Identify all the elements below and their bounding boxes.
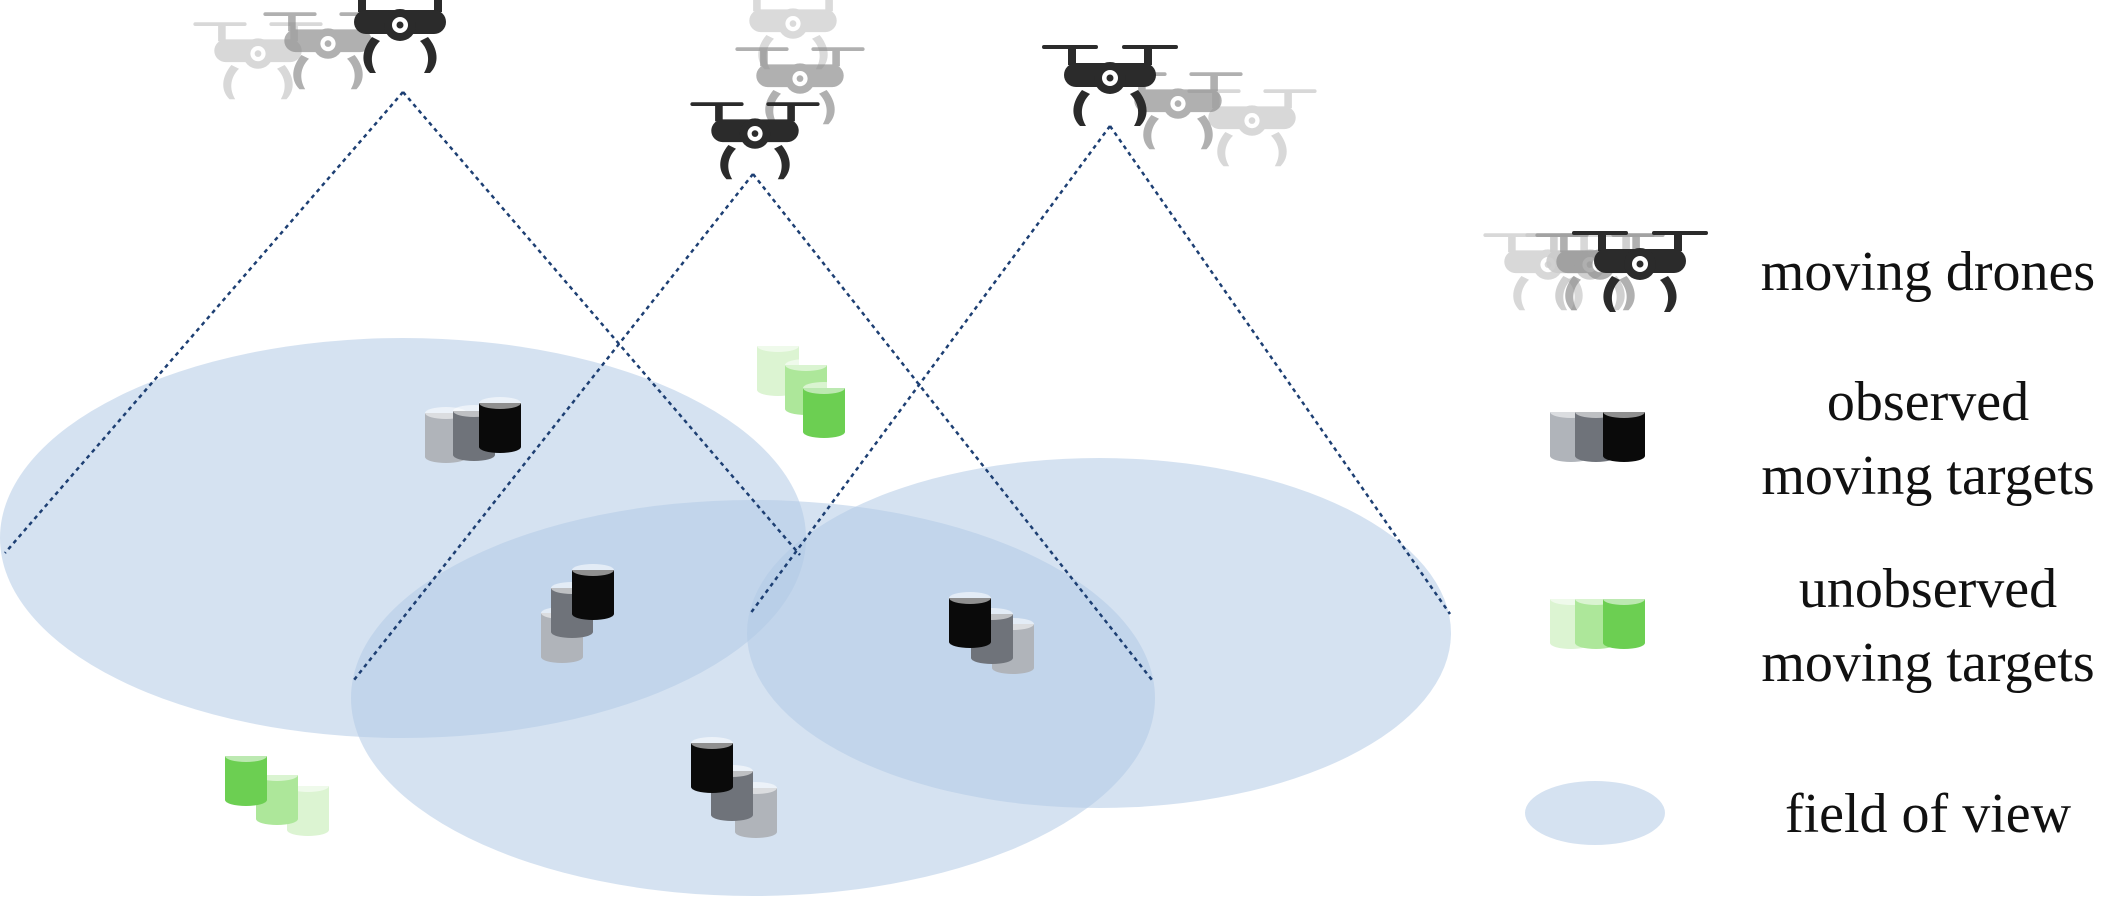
cone-center-a	[353, 173, 754, 681]
view-cone-lines	[4, 91, 1452, 681]
drone-group-right	[1042, 45, 1317, 167]
legend-fov-label: field of view	[1785, 783, 2072, 845]
drone-icon	[690, 102, 820, 180]
cone-left-b	[402, 91, 801, 556]
target-icon	[1603, 593, 1645, 649]
cone-right-b	[1108, 125, 1452, 615]
target-icon	[572, 564, 614, 620]
unobserved-targets-bottomleft	[225, 750, 329, 836]
target-icon	[225, 750, 267, 806]
target-icon	[803, 382, 845, 438]
legend-unobserved-label-2: moving targets	[1761, 632, 2094, 694]
cone-left-a	[4, 91, 404, 554]
legend-observed-icon	[1550, 406, 1645, 462]
legend-observed-label-2: moving targets	[1761, 445, 2094, 507]
fov-icon	[1525, 781, 1665, 845]
drone-group-center	[690, 0, 865, 180]
cone-right-a	[748, 125, 1112, 615]
drone-icon	[735, 47, 865, 125]
target-icon	[691, 737, 733, 793]
cone-center-b	[752, 173, 1153, 681]
target-icon	[1603, 406, 1645, 462]
legend-drones-icon	[1483, 231, 1708, 312]
drone-icon	[1042, 45, 1178, 126]
legend: moving drones observed moving targets un…	[1483, 231, 2095, 845]
drone-group-left	[193, 0, 468, 100]
fov-ellipse-right	[747, 458, 1451, 808]
target-icon	[949, 592, 991, 648]
unobserved-targets-top	[757, 340, 845, 438]
target-icon	[479, 397, 521, 453]
legend-observed-label-1: observed	[1827, 371, 2029, 433]
legend-unobserved-label-1: unobserved	[1799, 558, 2057, 620]
legend-unobserved-icon	[1550, 593, 1645, 649]
legend-drones-label: moving drones	[1761, 241, 2095, 303]
